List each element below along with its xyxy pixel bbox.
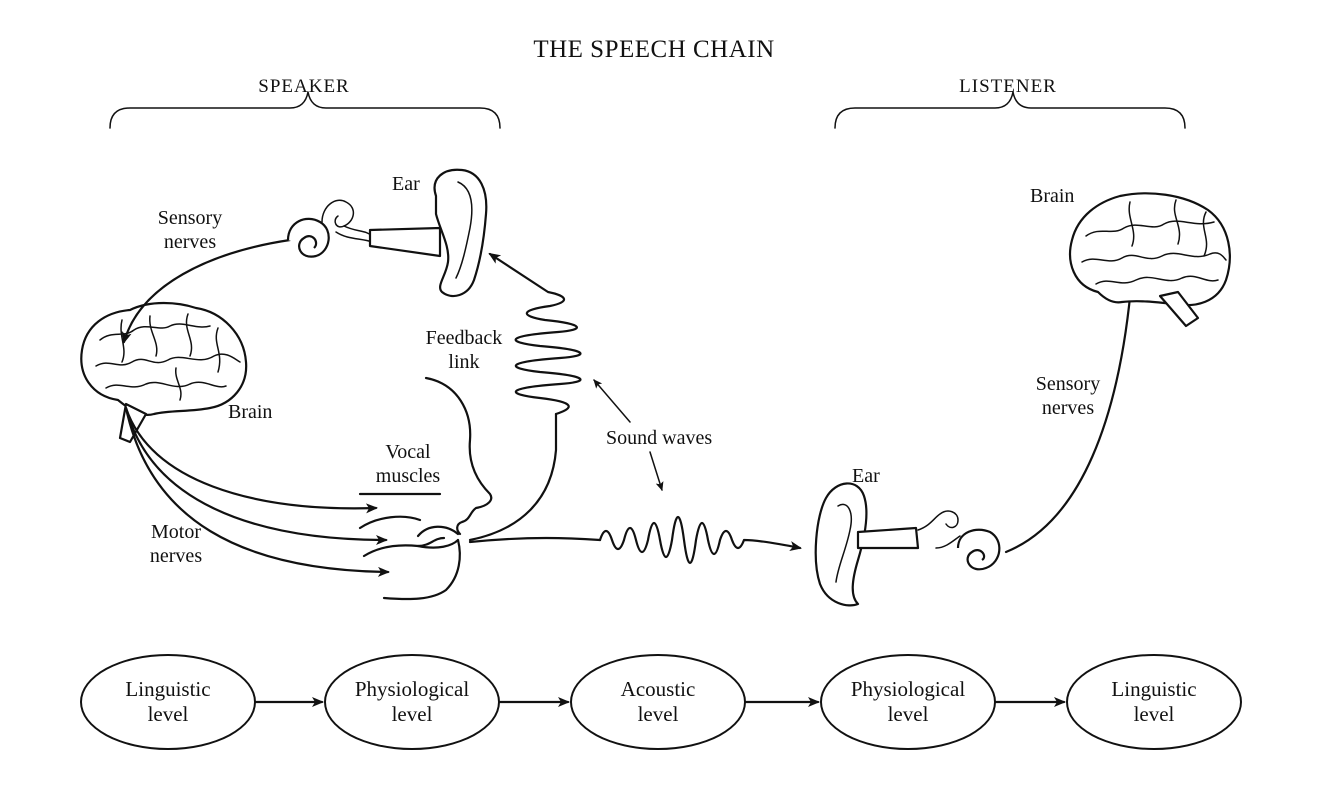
motor-nerves-label: Motor nerves	[149, 521, 203, 567]
listener-brain-icon	[1068, 192, 1231, 328]
acoustic-waves	[598, 516, 802, 564]
level-line2: level	[887, 702, 929, 726]
listener-header: LISTENER	[959, 76, 1057, 97]
speaker-brain-icon	[80, 301, 248, 444]
speaker-cochlea-icon	[286, 199, 442, 258]
listener-cochlea-icon	[856, 510, 1001, 571]
diagram-title: THE SPEECH CHAIN	[533, 36, 775, 63]
speaker-brace	[109, 91, 501, 129]
speaker-sensory-nerves-label: Sensory nerves	[157, 207, 223, 253]
speaker-sensory-nerve-line	[121, 238, 292, 344]
level-line2: level	[1133, 702, 1175, 726]
listener-brain-label: Brain	[1030, 185, 1075, 207]
sound-waves-arrow-up	[593, 379, 631, 423]
listener-ear-label: Ear	[852, 465, 880, 487]
level-line1: Physiological	[354, 677, 470, 701]
motor-nerve-line-2	[124, 406, 388, 545]
level-line2: level	[147, 702, 189, 726]
speaker-outer-ear-icon	[433, 168, 488, 298]
motor-nerve-line-1	[124, 406, 378, 514]
speaker-ear-label: Ear	[392, 173, 420, 195]
sound-waves-arrow-down	[649, 451, 664, 491]
vocal-muscles-label: Vocal muscles	[375, 441, 441, 487]
sound-waves-label: Sound waves	[606, 427, 713, 449]
level-line1: Acoustic	[620, 677, 696, 701]
feedback-link-label: Feedback link	[425, 327, 503, 373]
listener-sensory-nerves-label: Sensory nerves	[1035, 373, 1101, 419]
speaker-face-icon	[358, 376, 493, 601]
speaker-header: SPEAKER	[258, 76, 350, 97]
listener-sensory-nerve-line	[1004, 274, 1137, 554]
listener-brace	[834, 91, 1186, 129]
feedback-waves	[488, 252, 582, 416]
level-line1: Linguistic	[1111, 677, 1197, 701]
listener-outer-ear-icon	[814, 482, 868, 607]
level-line2: level	[637, 702, 679, 726]
motor-nerve-line-3	[124, 406, 390, 577]
level-line2: level	[391, 702, 433, 726]
level-line1: Linguistic	[125, 677, 211, 701]
feedback-wave-line	[468, 412, 558, 542]
acoustic-wave-line	[468, 536, 602, 544]
speaker-brain-label: Brain	[228, 401, 273, 423]
level-line1: Physiological	[850, 677, 966, 701]
